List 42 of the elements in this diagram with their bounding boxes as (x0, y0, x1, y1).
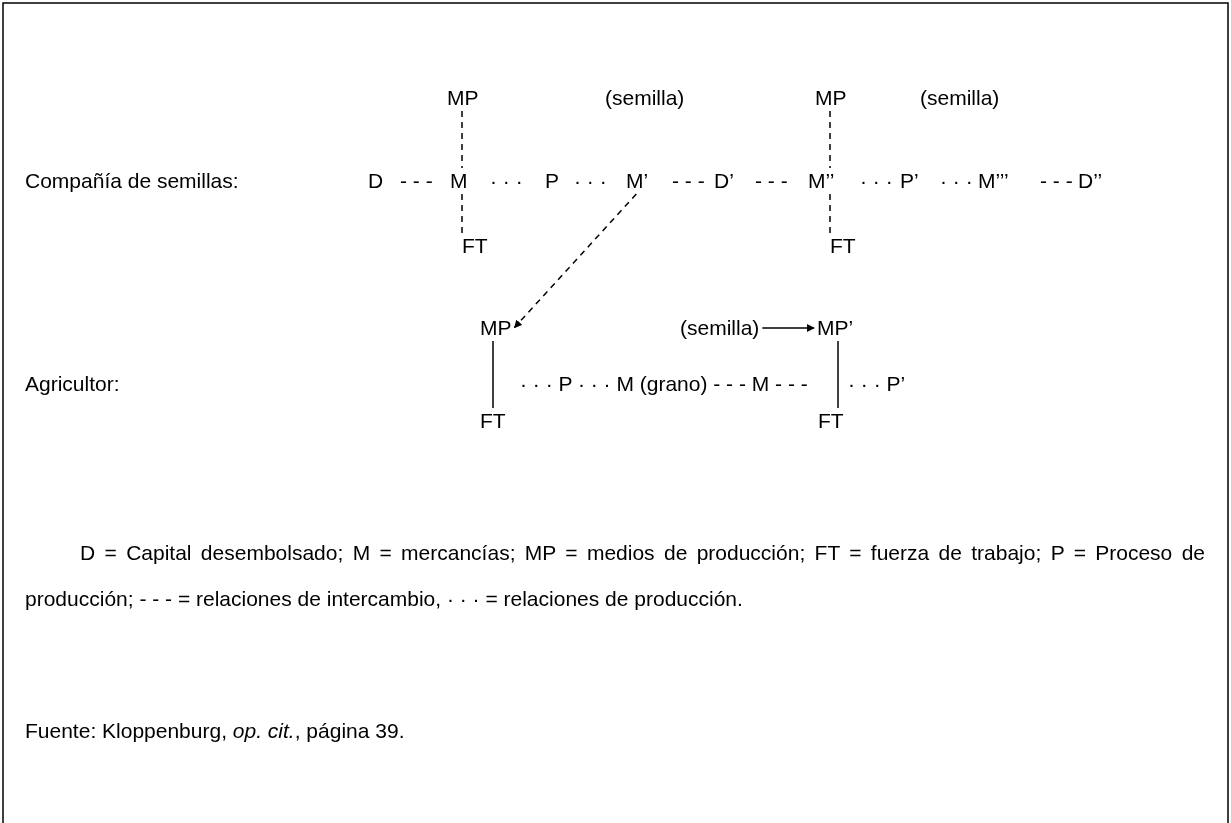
label-text: (semilla) (605, 87, 685, 110)
label-text: (semilla) (920, 87, 1000, 110)
label-text: P’ (900, 170, 919, 193)
label-text: Compañía de semillas: (25, 170, 239, 193)
label-text: D’’ (1078, 170, 1103, 193)
arrow (761, 324, 815, 332)
node-text: (semilla) (680, 317, 760, 340)
label-text: D (368, 170, 384, 193)
label-text: D’ (714, 170, 734, 193)
source-note: Fuente: Kloppenburg, op. cit., página 39. (25, 720, 405, 743)
label-text: - - - (400, 170, 433, 193)
node-text: MP (480, 317, 512, 340)
connector-line (461, 110, 463, 169)
label-text: · · · P · · · M (grano) - - - M - - - (520, 373, 808, 396)
node-text: M (450, 170, 468, 193)
label-text: · · · (860, 170, 893, 193)
label-text: · · · (574, 170, 607, 193)
node-text: FT (480, 410, 506, 433)
node-text: FT (462, 235, 488, 258)
label-text: M’’’ (978, 170, 1009, 193)
label-text: - - - (755, 170, 788, 193)
connector-line (837, 340, 839, 409)
label-text: Agricultor: (25, 373, 120, 396)
node-text: M’ (626, 170, 649, 193)
label-text: · · · P’ (848, 373, 906, 396)
legend-paragraph: D = Capital desembolsado; M = mercancías; MP = medios de producción; FT = fuerza de trabajo; P = Proceso de producción; - - - = relaciones de intercambio, · · · = relaciones de producción. (25, 540, 1205, 612)
label-text: - - - (1040, 170, 1073, 193)
label-text: · · · (940, 170, 973, 193)
node-text: M’’ (808, 170, 835, 193)
node-text: MP (447, 87, 479, 110)
connector-line (492, 340, 494, 409)
label-text: · · · (490, 170, 523, 193)
connector-line (829, 193, 831, 234)
arrow (513, 193, 638, 329)
node-text: FT (830, 235, 856, 258)
node-text: FT (818, 410, 844, 433)
node-text: MP (815, 87, 847, 110)
connector-line (461, 193, 463, 234)
label-text: P (545, 170, 559, 193)
connector-line (829, 110, 831, 169)
node-text: MP’ (817, 317, 854, 340)
label-text: - - - (672, 170, 705, 193)
